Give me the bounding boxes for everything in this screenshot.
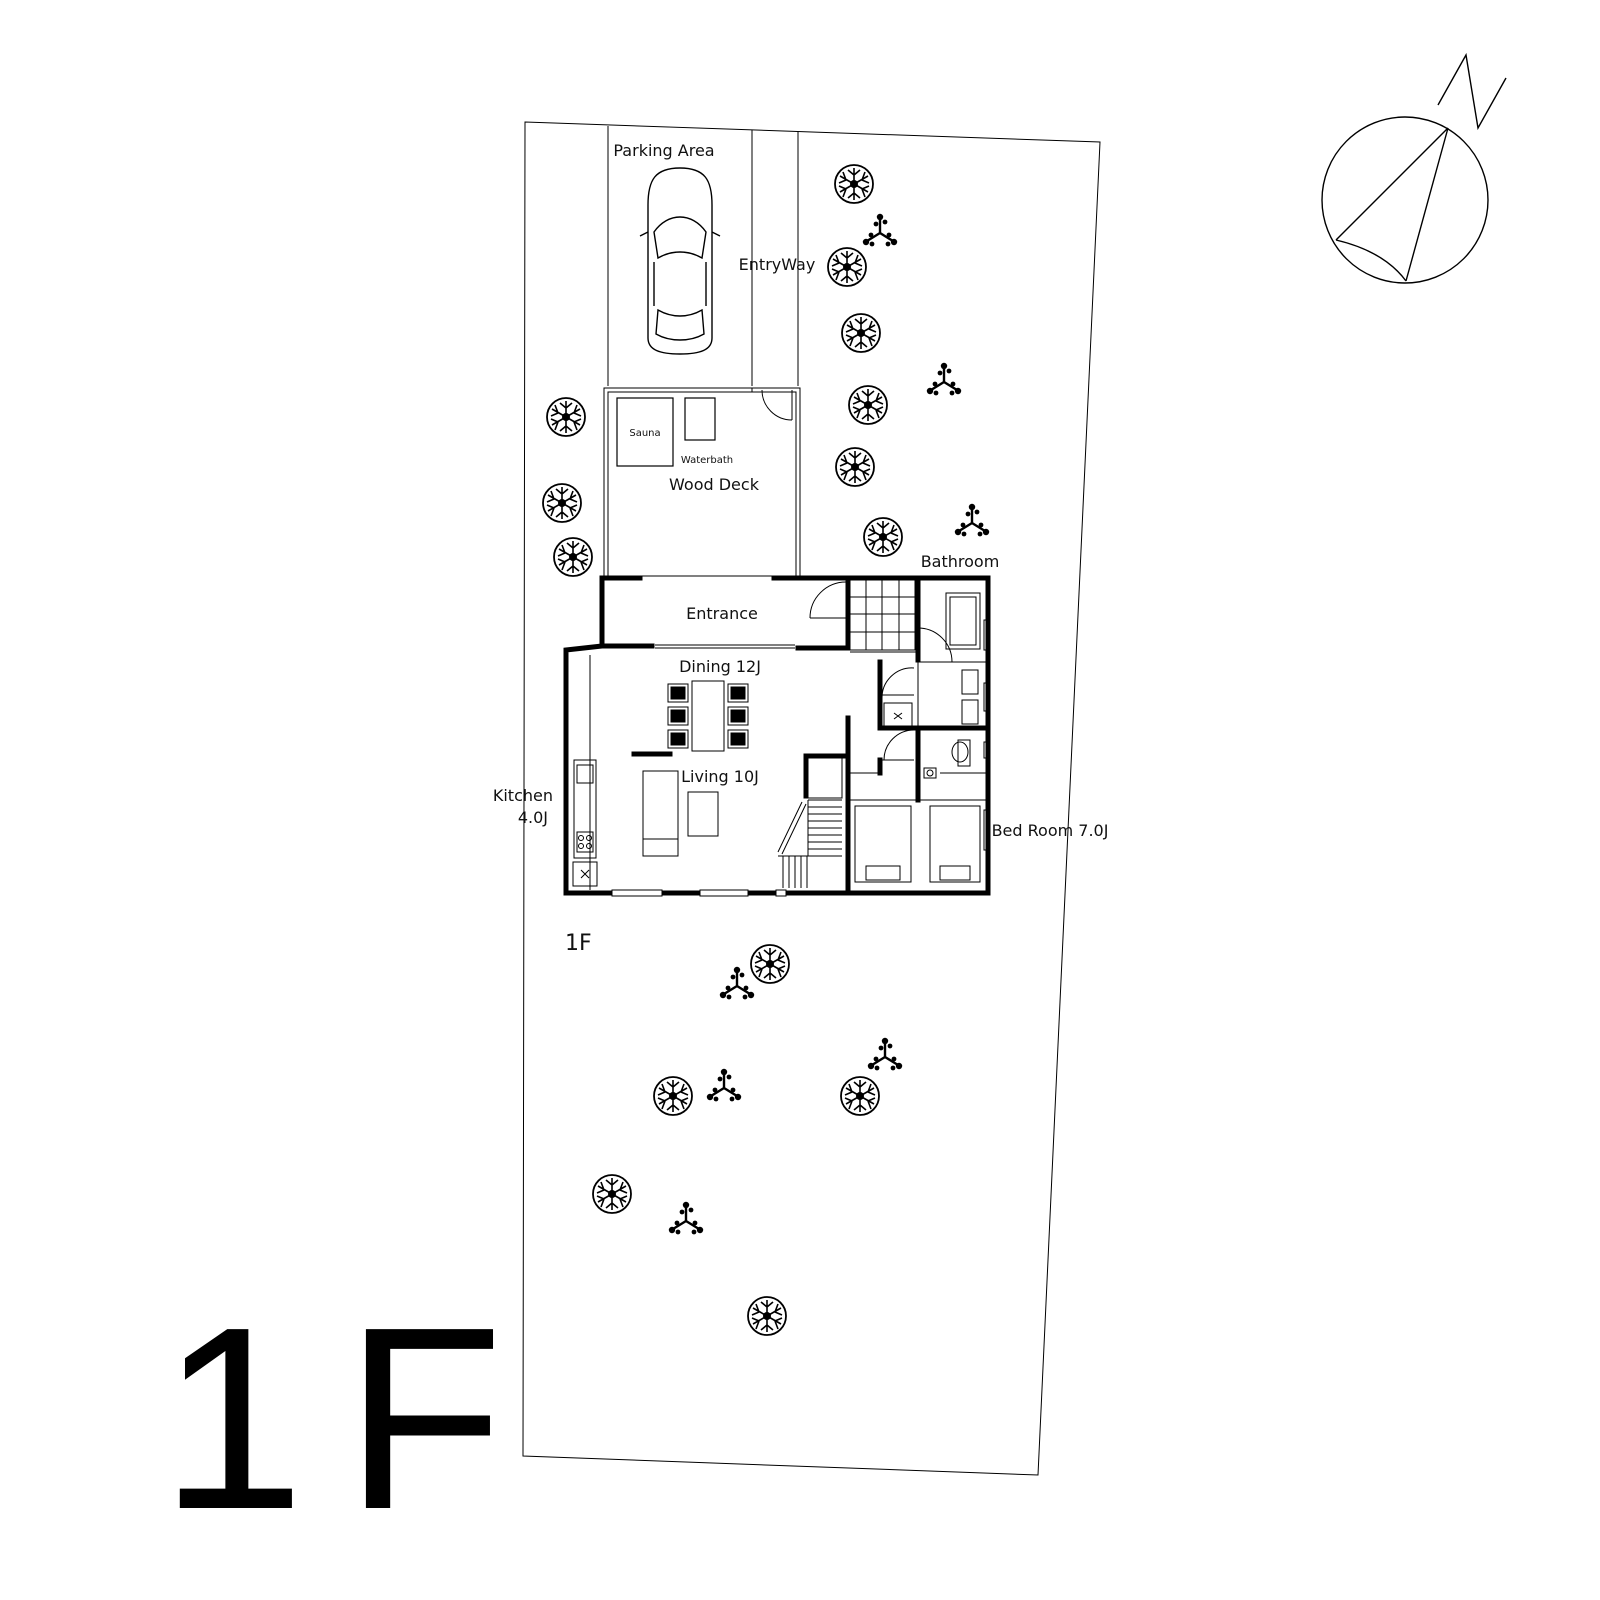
kitchen-counter	[572, 759, 598, 887]
waterbath-label: Waterbath	[681, 455, 733, 466]
waterbath	[684, 397, 716, 441]
parking-lines	[607, 126, 799, 386]
site-boundary	[522, 121, 1101, 1476]
bedroom-label: Bed Room 7.0J	[992, 821, 1109, 840]
deck-door	[761, 389, 793, 421]
dining-set	[667, 680, 749, 752]
beds	[854, 805, 981, 883]
compass-icon	[1321, 52, 1507, 284]
dining-label: Dining 12J	[679, 657, 761, 676]
living-label: Living 10J	[681, 767, 759, 786]
south-windows	[611, 889, 787, 897]
car-icon	[639, 167, 721, 355]
wood-deck-label: Wood Deck	[669, 475, 760, 494]
sauna	[616, 397, 674, 467]
bathroom-label: Bathroom	[921, 552, 1000, 571]
walls	[563, 575, 991, 896]
entryway-label: EntryWay	[739, 255, 816, 274]
floor-label-small: 1F	[565, 931, 592, 956]
kitchen-label-line2: 4.0J	[518, 808, 548, 827]
kitchen-label-line1: Kitchen	[493, 786, 553, 805]
wood-deck	[603, 387, 801, 577]
floor-label-large: 1F	[160, 1274, 543, 1564]
entrance-label: Entrance	[686, 604, 758, 623]
parking-area-label: Parking Area	[613, 141, 714, 160]
trees	[542, 164, 991, 1336]
stairs	[777, 757, 843, 888]
living-furniture	[642, 770, 719, 857]
bathroom-fixtures	[883, 592, 981, 779]
sauna-label: Sauna	[629, 428, 660, 439]
entrance-tiles	[849, 579, 916, 651]
